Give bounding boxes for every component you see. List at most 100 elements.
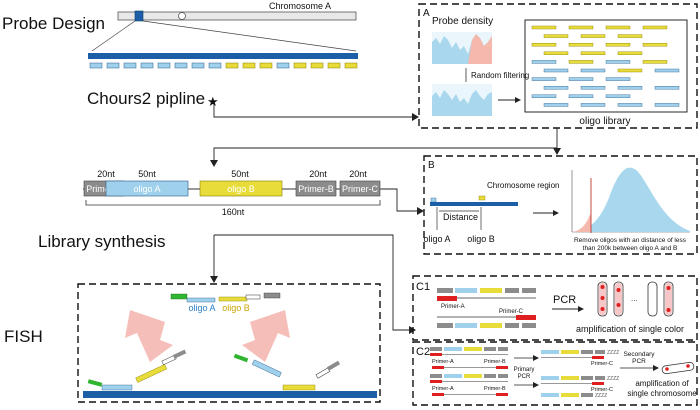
arrow-to-panel-a bbox=[213, 104, 412, 118]
svg-text:...: ... bbox=[631, 294, 638, 303]
panel-b-oligo-b: oligo B bbox=[467, 234, 495, 244]
segment-oligo-a bbox=[105, 180, 189, 197]
panel-c1 bbox=[412, 275, 698, 341]
library-oligo bbox=[568, 25, 594, 30]
library-oligo bbox=[617, 51, 643, 55]
oligo-b-marker bbox=[478, 195, 486, 201]
arrow-head-b bbox=[553, 148, 561, 155]
chromosome-region-bar bbox=[430, 202, 518, 206]
fish-oligo-a-label: oligo A bbox=[188, 303, 215, 313]
distance-distribution bbox=[571, 167, 690, 233]
density-plot-top bbox=[432, 32, 492, 64]
fish-oligo-b-label: oligo B bbox=[222, 303, 250, 313]
library-oligo bbox=[580, 103, 606, 107]
svg-text:Primer-B: Primer-B bbox=[298, 184, 334, 194]
arrow-construct-to-b bbox=[382, 188, 421, 212]
library-oligo bbox=[531, 94, 557, 99]
library-oligo bbox=[543, 34, 569, 38]
library-oligo bbox=[605, 94, 631, 99]
svg-text:Primer-B: Primer-B bbox=[484, 386, 506, 392]
primary-pcr-label-1: Primary bbox=[514, 367, 535, 373]
oligo-library-bars bbox=[531, 25, 680, 107]
fish-probe-top: oligo A oligo B bbox=[170, 292, 281, 313]
library-oligo bbox=[531, 77, 557, 81]
construct-lengths: 20nt 50nt 50nt 20nt 20nt bbox=[97, 169, 367, 179]
c1-pcr-label: PCR bbox=[553, 294, 576, 306]
library-oligo bbox=[605, 77, 631, 81]
c1-tubes: ... bbox=[597, 281, 674, 317]
panel-b-note-line-2: than 200k between oligo A and B bbox=[583, 245, 678, 252]
library-oligo bbox=[617, 68, 643, 73]
svg-text:Primer-C: Primer-C bbox=[499, 309, 524, 315]
construct-bracket bbox=[85, 200, 381, 206]
library-oligo bbox=[568, 43, 594, 47]
library-oligo bbox=[543, 68, 569, 73]
svg-text:Primer-B: Primer-B bbox=[484, 359, 506, 365]
library-oligo bbox=[580, 68, 606, 73]
svg-text:Primer-A: Primer-A bbox=[432, 386, 454, 392]
panel-a-letter: A bbox=[423, 8, 430, 19]
svg-text:oligo B: oligo B bbox=[227, 184, 255, 194]
svg-text:oligo A: oligo A bbox=[133, 184, 160, 194]
panel-b-oligo-a: oligo A bbox=[423, 234, 450, 244]
library-oligo bbox=[617, 34, 643, 38]
svg-text:20nt: 20nt bbox=[97, 169, 115, 179]
library-oligo bbox=[531, 60, 557, 64]
library-oligo bbox=[543, 103, 569, 107]
star-icon: ★ bbox=[207, 95, 219, 110]
library-oligo bbox=[580, 51, 606, 55]
c2-mid-bottom: ZZZZ Primer-C ZZZZ bbox=[541, 376, 619, 399]
segment-oligo-b bbox=[199, 180, 283, 197]
oligo-library-label: oligo library bbox=[579, 116, 630, 127]
c2-left-top: Primer-A Primer-B bbox=[430, 347, 508, 369]
oligo-library-box bbox=[524, 19, 688, 113]
svg-text:Primer-C: Primer-C bbox=[591, 387, 613, 393]
svg-text:Primer-A: Primer-A bbox=[441, 304, 465, 310]
svg-text:50nt: 50nt bbox=[231, 169, 249, 179]
construct-total-length: 160nt bbox=[222, 207, 245, 217]
library-oligo bbox=[543, 85, 569, 90]
library-oligo bbox=[580, 34, 606, 38]
zoomed-region-bar bbox=[88, 53, 358, 59]
fish-bound-probe-right bbox=[233, 353, 341, 391]
panel-a-title: Probe density bbox=[432, 16, 493, 27]
fish-label: FISH bbox=[4, 327, 43, 346]
secondary-pcr-label-2: PCR bbox=[632, 358, 646, 365]
c2-result-line-1: amplification of bbox=[635, 379, 689, 388]
library-oligo bbox=[531, 25, 557, 30]
pink-arrow-left bbox=[125, 310, 173, 362]
arrow-head-fish bbox=[210, 276, 218, 283]
centromere bbox=[178, 12, 186, 20]
library-oligo bbox=[617, 85, 643, 90]
library-oligo bbox=[531, 43, 557, 47]
distance-label: Distance bbox=[443, 212, 478, 222]
arrow-to-panel-c bbox=[214, 234, 413, 331]
svg-text:Primer-A: Primer-A bbox=[432, 359, 454, 365]
svg-text:ZZZZ: ZZZZ bbox=[607, 376, 619, 382]
primary-pcr-label-2: PCR bbox=[518, 374, 531, 380]
arrow-head-a bbox=[412, 113, 419, 121]
library-oligo bbox=[642, 25, 668, 30]
library-oligo bbox=[617, 103, 643, 107]
construct: Primer-A oligo A oligo B Primer-B Primer… bbox=[83, 180, 381, 197]
panel-b-letter: B bbox=[428, 160, 435, 171]
panel-c2 bbox=[412, 341, 698, 406]
svg-text:50nt: 50nt bbox=[138, 169, 156, 179]
arrow-head-construct bbox=[210, 160, 218, 167]
chromosome: Chromosome A bbox=[117, 1, 357, 22]
svg-text:Primer-C: Primer-C bbox=[342, 184, 378, 194]
library-oligo bbox=[605, 43, 631, 47]
c2-mid-top: ZZZZ Primer-C bbox=[541, 350, 619, 367]
chours2-pipeline-label: Chours2 pipline bbox=[87, 89, 205, 108]
c1-template-bottom: Primer-C bbox=[437, 309, 536, 328]
arrow-head-distribution bbox=[553, 210, 559, 216]
c1-arrow-head bbox=[578, 306, 584, 312]
fish-chromosome-bar bbox=[83, 391, 377, 398]
arrow-a-to-construct bbox=[213, 128, 558, 160]
panel-b bbox=[423, 155, 698, 255]
c1-template-top: Primer-A bbox=[437, 288, 536, 310]
panel-a bbox=[418, 3, 698, 129]
chromosome-bar bbox=[117, 11, 357, 21]
svg-text:ZZZZ: ZZZZ bbox=[595, 393, 607, 399]
